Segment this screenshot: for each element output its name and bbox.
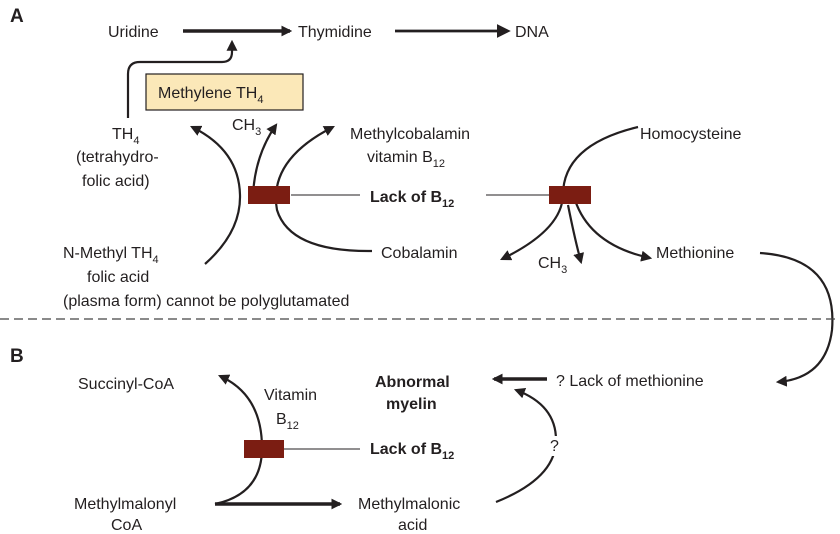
methionine-label: Methionine (656, 245, 734, 262)
methylmalonyl-label: Methylmalonyl (74, 496, 176, 513)
block-bar-left (248, 186, 290, 204)
th4-label: TH4 (112, 126, 139, 147)
section-b-label: B (10, 346, 24, 367)
methionine-to-lack-curve (759, 251, 834, 387)
methylcobalamin-vitamin-label: vitamin B12 (367, 149, 445, 170)
question-mark-label: ? (550, 438, 559, 455)
methylmalonic-acid-label: acid (398, 517, 427, 534)
vitamin-b12-label: Vitamin (264, 387, 317, 404)
cobalamin-to-methylcobalamin-curve (274, 126, 373, 253)
uridine-label: Uridine (108, 24, 159, 41)
succinyl-coa-label: Succinyl-CoA (78, 376, 174, 393)
nmethyl-line2: folic acid (87, 269, 149, 286)
lack-methionine-label: ? Lack of methionine (556, 373, 704, 390)
cobalamin-label: Cobalamin (381, 245, 457, 262)
abnormal-label: Abnormal (375, 374, 450, 391)
methylmalonyl-coa-label: CoA (111, 517, 142, 534)
to-methionine-arrow (573, 199, 653, 262)
ch3-right-label: CH3 (538, 255, 567, 276)
section-a-label: A (10, 6, 24, 27)
th4-line2: (tetrahydro- (76, 149, 159, 166)
th4-line3: folic acid) (82, 173, 150, 190)
methylene-th4-box: Methylene TH4 (145, 73, 304, 111)
nmethyl-to-th4-curve (190, 125, 242, 265)
lack-b12-b-label: Lack of B12 (370, 441, 454, 462)
block-bar-b (244, 440, 284, 458)
nmethyl-line3: (plasma form) cannot be polyglutamated (63, 293, 349, 310)
methylcobalamin-label: Methylcobalamin (350, 126, 470, 143)
homocysteine-label: Homocysteine (640, 126, 741, 143)
ch3-left-label: CH3 (232, 117, 261, 138)
question-mask (546, 436, 566, 456)
methylmalonic-label: Methylmalonic (358, 496, 460, 513)
myelin-label: myelin (386, 396, 437, 413)
lack-b12-a-label: Lack of B12 (370, 189, 454, 210)
th4-to-thymidine-arrow (126, 39, 238, 118)
block-bar-right (549, 186, 591, 204)
thymidine-label: Thymidine (298, 24, 372, 41)
ch3-right-arrow (566, 204, 584, 265)
methylene-th4-label: Methylene TH4 (158, 85, 263, 106)
nmethyl-label: N-Methyl TH4 (63, 245, 159, 266)
vitamin-b12-line2: B12 (276, 411, 299, 432)
dna-label: DNA (515, 24, 549, 41)
